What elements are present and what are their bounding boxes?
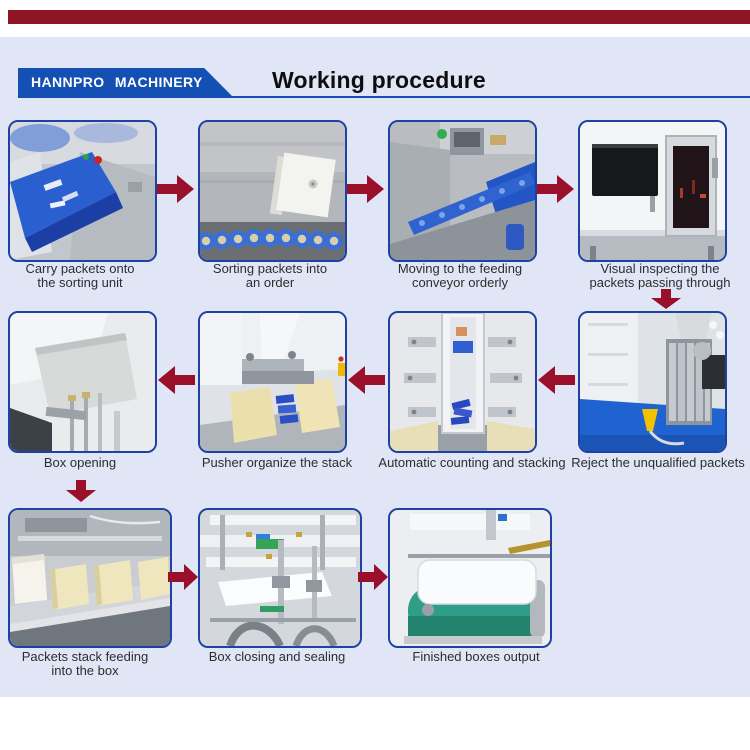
arrow-right-icon	[168, 564, 198, 595]
step-caption: Carry packets onto the sorting unit	[25, 261, 135, 290]
arrow-right-icon	[358, 564, 388, 595]
page-title: Working procedure	[272, 67, 486, 93]
step-photo-box-opening	[8, 311, 157, 453]
step-caption: Moving to the feeding conveyor orderly	[397, 261, 523, 290]
step-photo-reject	[578, 311, 727, 453]
carry-packets-illustration	[10, 122, 155, 260]
arrow-down-icon	[651, 289, 681, 314]
stack-feeding-illustration	[10, 510, 170, 646]
counting-stacking-illustration	[390, 313, 535, 451]
step-photo-feeding-conveyor	[388, 120, 537, 262]
header-divider	[18, 96, 750, 98]
top-accent-bar	[8, 10, 750, 24]
step-caption: Finished boxes output	[412, 649, 540, 664]
arrow-left-icon	[157, 366, 195, 399]
step-caption: Box closing and sealing	[208, 649, 346, 664]
arrow-left-icon	[537, 366, 575, 399]
box-closing-illustration	[200, 510, 360, 646]
box-opening-illustration	[10, 313, 155, 451]
step-photo-counting-stacking	[388, 311, 537, 453]
arrow-right-icon	[537, 175, 575, 208]
step-caption: Pusher organize the stack	[201, 455, 353, 470]
arrow-left-icon	[347, 366, 385, 399]
step-photo-boxes-output	[388, 508, 552, 648]
step-photo-sorting	[198, 120, 347, 262]
step-photo-visual-inspection	[578, 120, 727, 262]
step-photo-carry-packets	[8, 120, 157, 262]
step-caption: Sorting packets into an order	[212, 261, 328, 290]
brand-name: HANNPRO MACHINERY	[31, 74, 203, 90]
boxes-output-illustration	[390, 510, 550, 646]
arrow-right-icon	[347, 175, 385, 208]
step-caption: Packets stack feeding into the box	[21, 649, 149, 678]
visual-inspection-illustration	[580, 122, 725, 260]
step-caption: Automatic counting and stacking	[378, 455, 566, 470]
step-caption: Reject the unqualified packets	[571, 455, 745, 470]
feeding-conveyor-illustration	[390, 122, 535, 260]
step-caption: Box opening	[43, 455, 117, 470]
brand-banner: HANNPRO MACHINERY	[18, 68, 232, 96]
arrow-right-icon	[157, 175, 195, 208]
step-caption: Visual inspecting the packets passing th…	[589, 261, 731, 290]
step-photo-box-closing	[198, 508, 362, 648]
reject-illustration	[580, 313, 725, 451]
sorting-illustration	[200, 122, 345, 260]
step-photo-stack-feeding	[8, 508, 172, 648]
pusher-illustration	[200, 313, 345, 451]
arrow-down-icon	[66, 480, 96, 507]
step-photo-pusher	[198, 311, 347, 453]
